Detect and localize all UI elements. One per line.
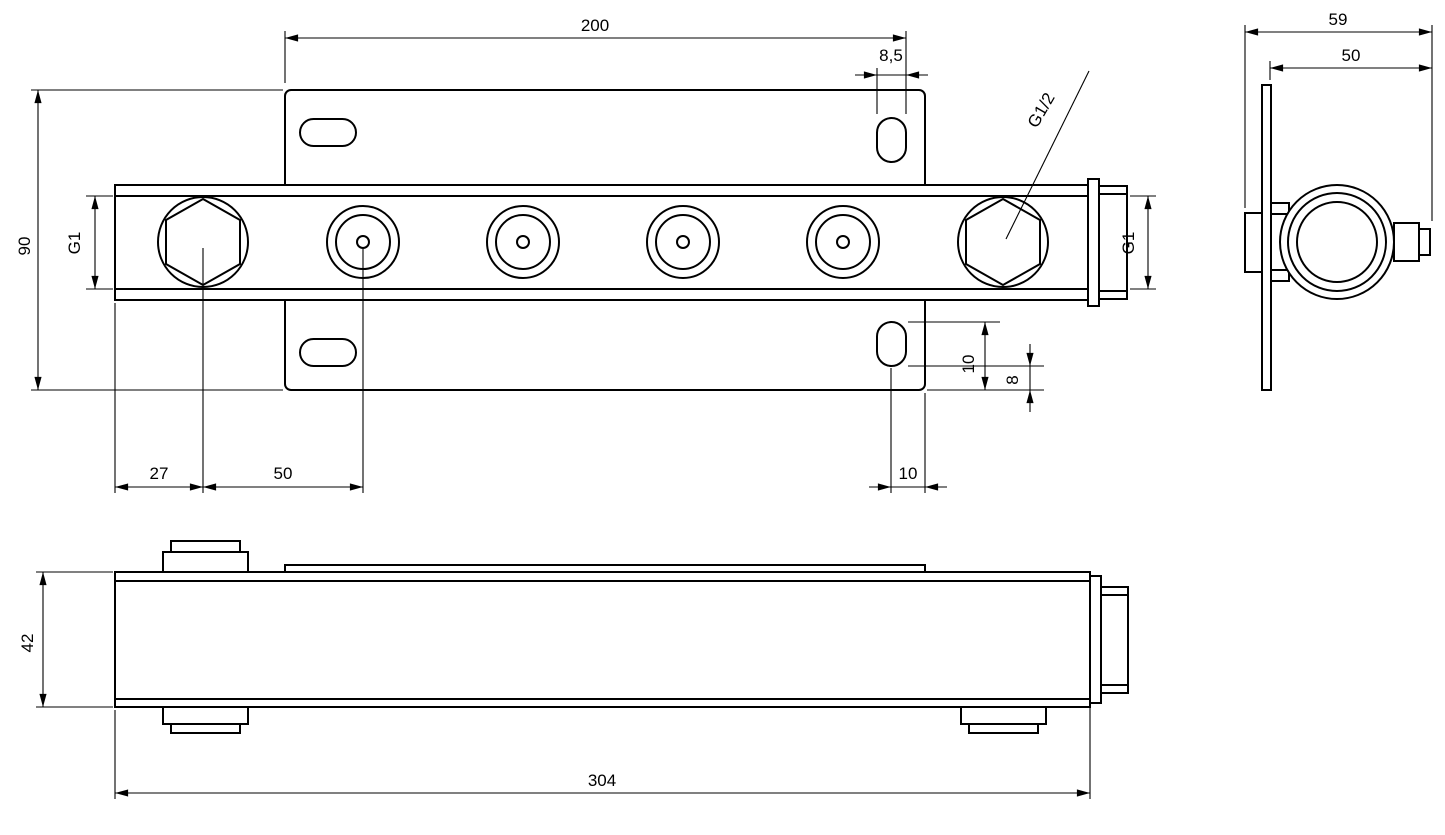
dim-label-8-5: 8,5 xyxy=(879,46,903,65)
side-end-cap xyxy=(1393,222,1431,262)
dim-body-height: 42 xyxy=(18,571,113,708)
body-profile xyxy=(114,571,1091,708)
slot-bottom-left xyxy=(299,338,357,367)
body-end-circles xyxy=(1279,184,1395,300)
dim-label-27: 27 xyxy=(150,464,169,483)
dim-port-positions: 27 50 xyxy=(114,248,364,493)
rear-boss xyxy=(1244,212,1263,273)
dim-label-90: 90 xyxy=(15,237,34,256)
end-flange xyxy=(1087,178,1128,307)
slot-top-left xyxy=(299,118,357,147)
dim-body-depth: 50 xyxy=(1269,46,1432,80)
manifold-bar xyxy=(114,184,1089,301)
slot-bottom-right xyxy=(876,321,907,367)
dim-total-length: 304 xyxy=(114,706,1091,799)
port-6-hex xyxy=(957,196,1049,288)
dim-label-200: 200 xyxy=(581,16,609,35)
dim-slot-width: 8,5 xyxy=(855,46,928,114)
dim-bracket-height: 90 xyxy=(15,89,283,391)
bracket-plate-edge xyxy=(1261,84,1272,391)
bottom-end-flange xyxy=(1089,575,1129,704)
dim-label-g1-left: G1 xyxy=(65,232,84,255)
dim-label-10-bottom: 10 xyxy=(899,464,918,483)
dim-label-g1-2: G1/2 xyxy=(1024,90,1059,131)
plate-tabs xyxy=(1270,202,1290,282)
port-4 xyxy=(646,205,720,279)
dim-label-g1-right: G1 xyxy=(1119,232,1138,255)
port-5 xyxy=(806,205,880,279)
dim-thread-left: G1 xyxy=(65,195,113,290)
dim-label-42: 42 xyxy=(18,634,37,653)
front-view: 200 8,5 90 G1 G1 xyxy=(15,16,1156,493)
dim-label-10-right: 10 xyxy=(959,355,978,374)
dim-thread-right: G1 xyxy=(1119,195,1156,290)
dim-label-8: 8 xyxy=(1003,375,1022,384)
dim-label-304: 304 xyxy=(588,771,616,790)
bracket-edge-strip xyxy=(284,564,926,573)
port-3 xyxy=(486,205,560,279)
port-2 xyxy=(326,205,400,279)
bottom-view: 42 304 xyxy=(18,540,1129,799)
side-view: 59 50 xyxy=(1244,10,1433,391)
dim-label-50: 50 xyxy=(274,464,293,483)
dim-total-depth: 59 xyxy=(1244,10,1433,221)
dim-label-59: 59 xyxy=(1329,10,1348,29)
foot-boss-right xyxy=(960,706,1047,734)
mounting-slots xyxy=(299,117,907,367)
dim-label-50-side: 50 xyxy=(1342,46,1361,65)
slot-top-right xyxy=(876,117,907,163)
top-boss xyxy=(162,540,249,573)
dim-slot-to-edge: 10 xyxy=(869,368,947,493)
dim-slot-vertical: 10 8 xyxy=(908,321,1044,412)
foot-boss-left xyxy=(162,706,249,734)
